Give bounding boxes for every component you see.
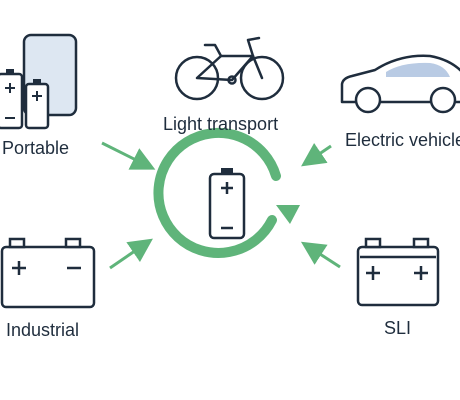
phone-and-batteries-icon	[0, 33, 78, 130]
arrow-industrial	[109, 238, 153, 270]
car-icon	[340, 54, 460, 114]
industrial-label: Industrial	[6, 320, 79, 340]
arrow-electric-vehicle	[301, 142, 332, 167]
portable-label: Portable	[2, 138, 69, 158]
electric-vehicle-label: Electric vehicle	[345, 130, 460, 150]
bicycle-icon	[174, 36, 285, 101]
car-battery-icon	[356, 237, 440, 307]
sli-label: SLI	[384, 318, 411, 338]
battery-recycling-icon	[153, 127, 300, 258]
light-transport-label: Light transport	[163, 114, 278, 134]
arrow-sli	[300, 241, 341, 269]
industrial-battery-icon	[0, 237, 96, 309]
arrow-portable	[101, 141, 156, 170]
